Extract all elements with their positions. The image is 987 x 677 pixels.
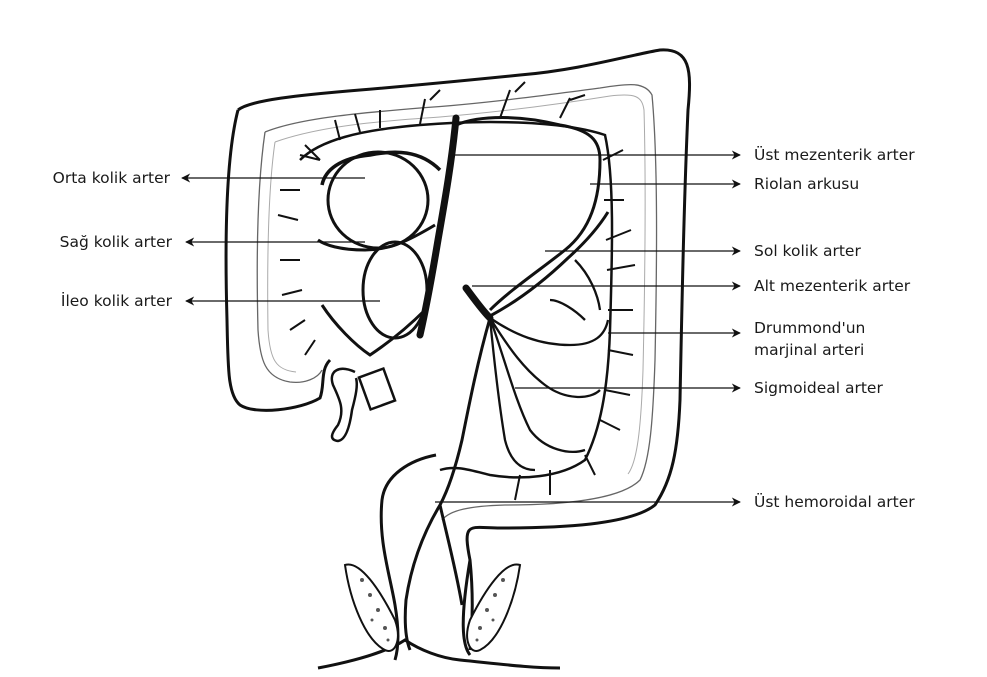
appendix bbox=[332, 369, 357, 441]
levator-ani-right bbox=[467, 564, 520, 651]
superior-rectal-artery bbox=[405, 318, 490, 650]
middle-colic-arcade bbox=[328, 152, 428, 248]
riolan-arc-vessel bbox=[456, 118, 600, 311]
colon-faint-contour bbox=[268, 95, 645, 474]
label-middle-colic-artery: Orta kolik arter bbox=[12, 168, 170, 188]
label-left-colic-artery: Sol kolik arter bbox=[754, 241, 861, 261]
label-inferior-mesenteric-artery: Alt mezenterik arter bbox=[754, 276, 910, 296]
label-drummond-line2: marjinal arteri bbox=[754, 340, 864, 360]
right-colic-arcade bbox=[363, 242, 427, 338]
colon-outer-wall bbox=[226, 50, 690, 650]
sigmoid-arteries bbox=[490, 260, 608, 470]
marginal-artery-drummond bbox=[300, 122, 612, 477]
label-riolan-arc: Riolan arkusu bbox=[754, 174, 859, 194]
label-drummond-line1: Drummond'un bbox=[754, 318, 865, 338]
ileocolic-artery bbox=[322, 305, 425, 355]
cecum-stump bbox=[359, 369, 395, 410]
label-superior-rectal-artery: Üst hemoroidal arter bbox=[754, 492, 915, 512]
label-sigmoid-artery: Sigmoideal arter bbox=[754, 378, 883, 398]
right-leader-lines bbox=[435, 155, 740, 502]
label-right-colic-artery: Sağ kolik arter bbox=[12, 232, 172, 252]
anal-canal bbox=[318, 640, 560, 668]
label-ileocolic-artery: İleo kolik arter bbox=[12, 291, 172, 311]
label-superior-mesenteric-artery: Üst mezenterik arter bbox=[754, 145, 915, 165]
inferior-mesenteric-artery bbox=[466, 288, 490, 318]
